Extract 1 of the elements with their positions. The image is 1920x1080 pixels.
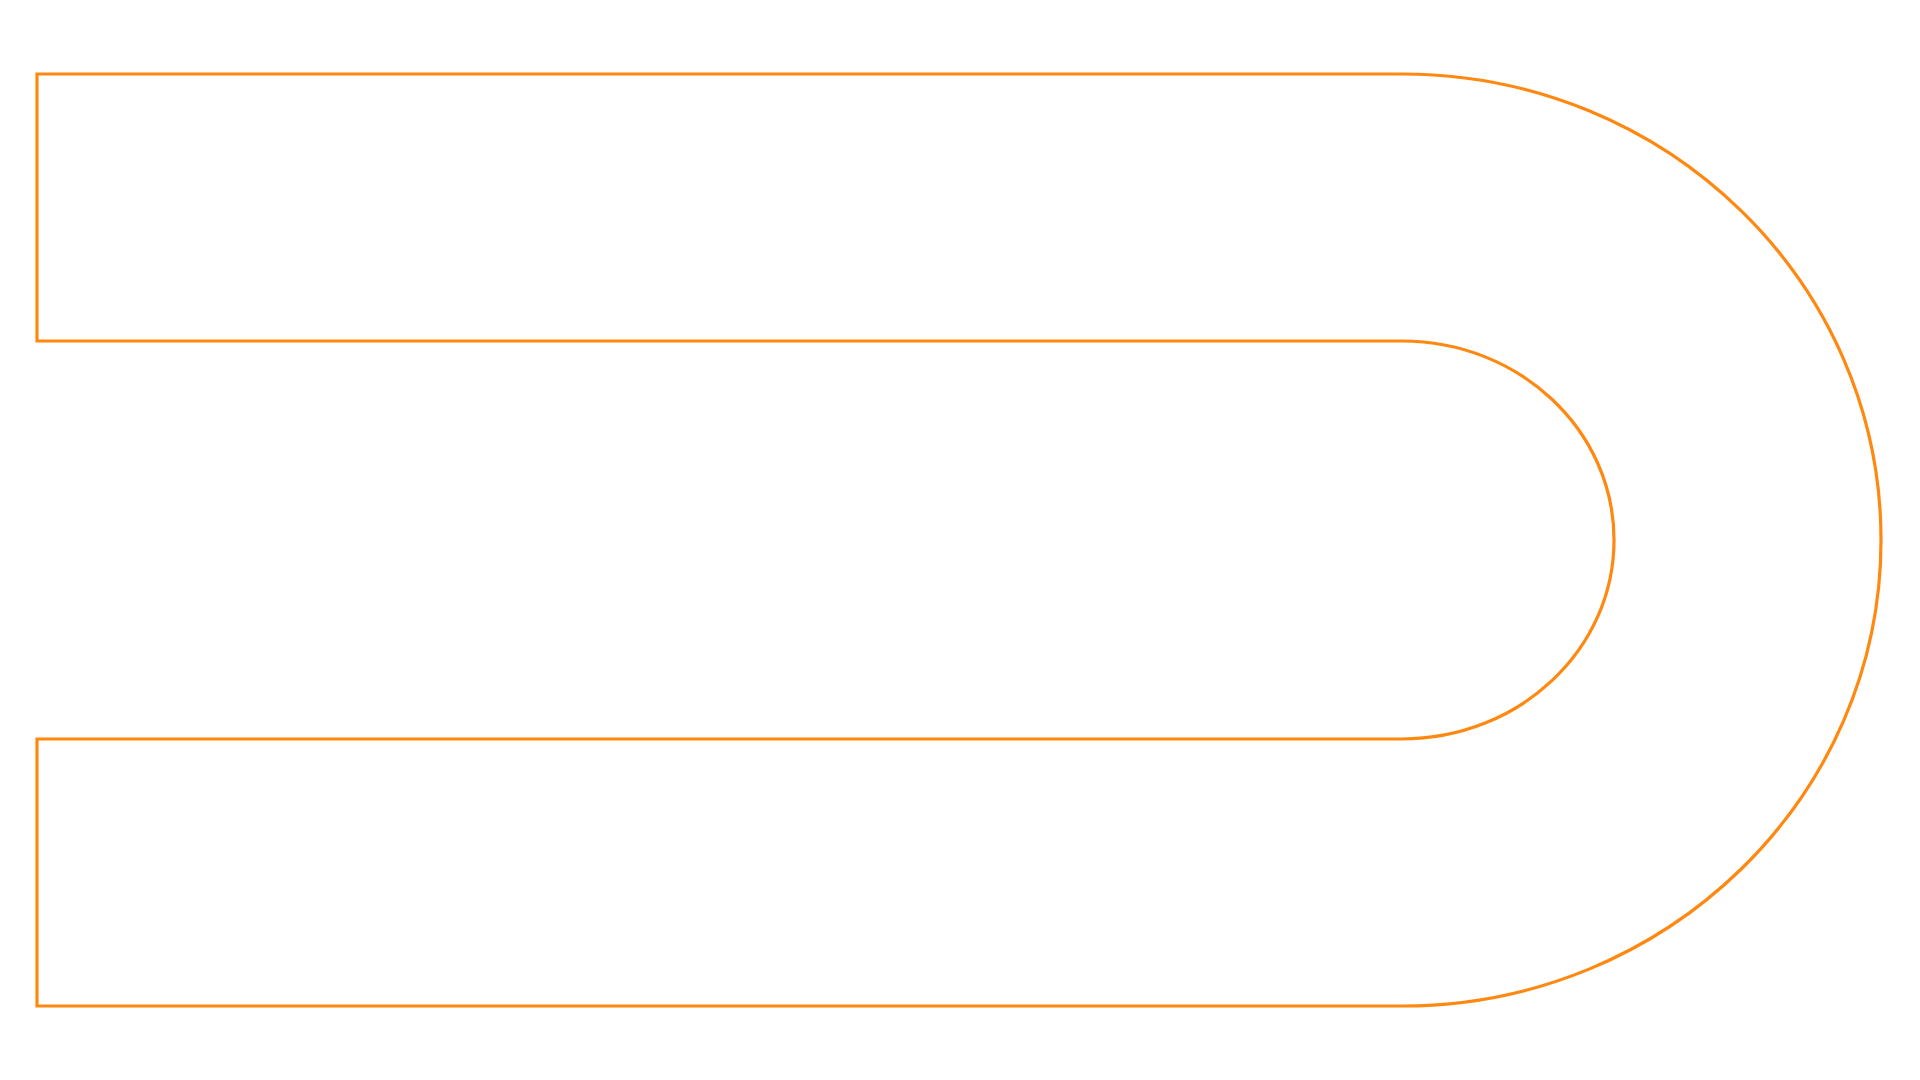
u-shaped-band (35, 72, 1883, 1008)
